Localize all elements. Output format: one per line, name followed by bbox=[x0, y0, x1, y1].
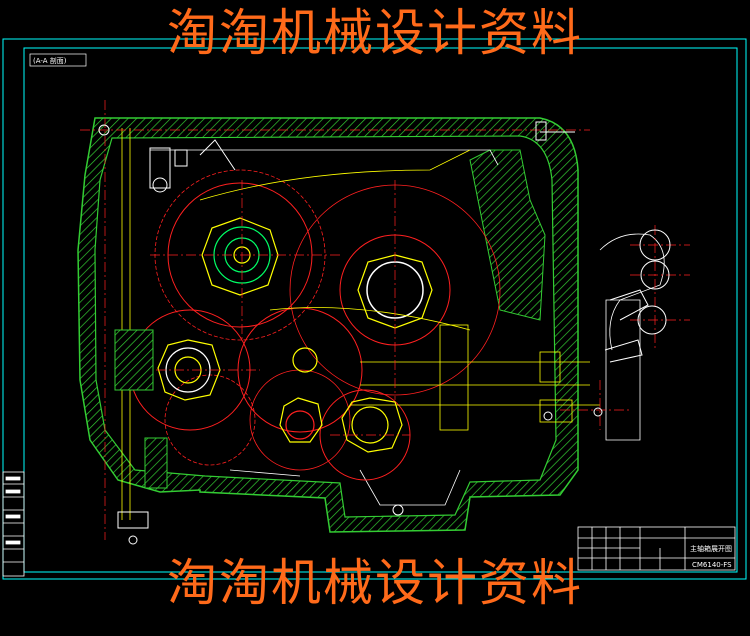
left-margin-table bbox=[2, 471, 25, 577]
drawing-border-outer bbox=[2, 38, 747, 580]
fittings bbox=[98, 121, 603, 545]
lower-shaft-assembly bbox=[114, 329, 168, 489]
view-label-box bbox=[29, 53, 87, 67]
centerlines bbox=[80, 100, 690, 540]
title-block bbox=[577, 526, 736, 571]
watermark-top: 淘淘机械设计资料 bbox=[167, 4, 583, 62]
title-block-name: 主轴箱展开图 bbox=[690, 544, 732, 553]
drawing-border-inner bbox=[23, 47, 738, 573]
shift-levers bbox=[604, 229, 671, 363]
shafts-linkages bbox=[121, 128, 600, 520]
title-block-code: CM6140-FS bbox=[692, 561, 732, 569]
view-label: (A-A 剖面) bbox=[33, 56, 67, 65]
watermark-bottom: 淘淘机械设计资料 bbox=[167, 554, 583, 612]
housing-inner-lines bbox=[150, 149, 665, 506]
